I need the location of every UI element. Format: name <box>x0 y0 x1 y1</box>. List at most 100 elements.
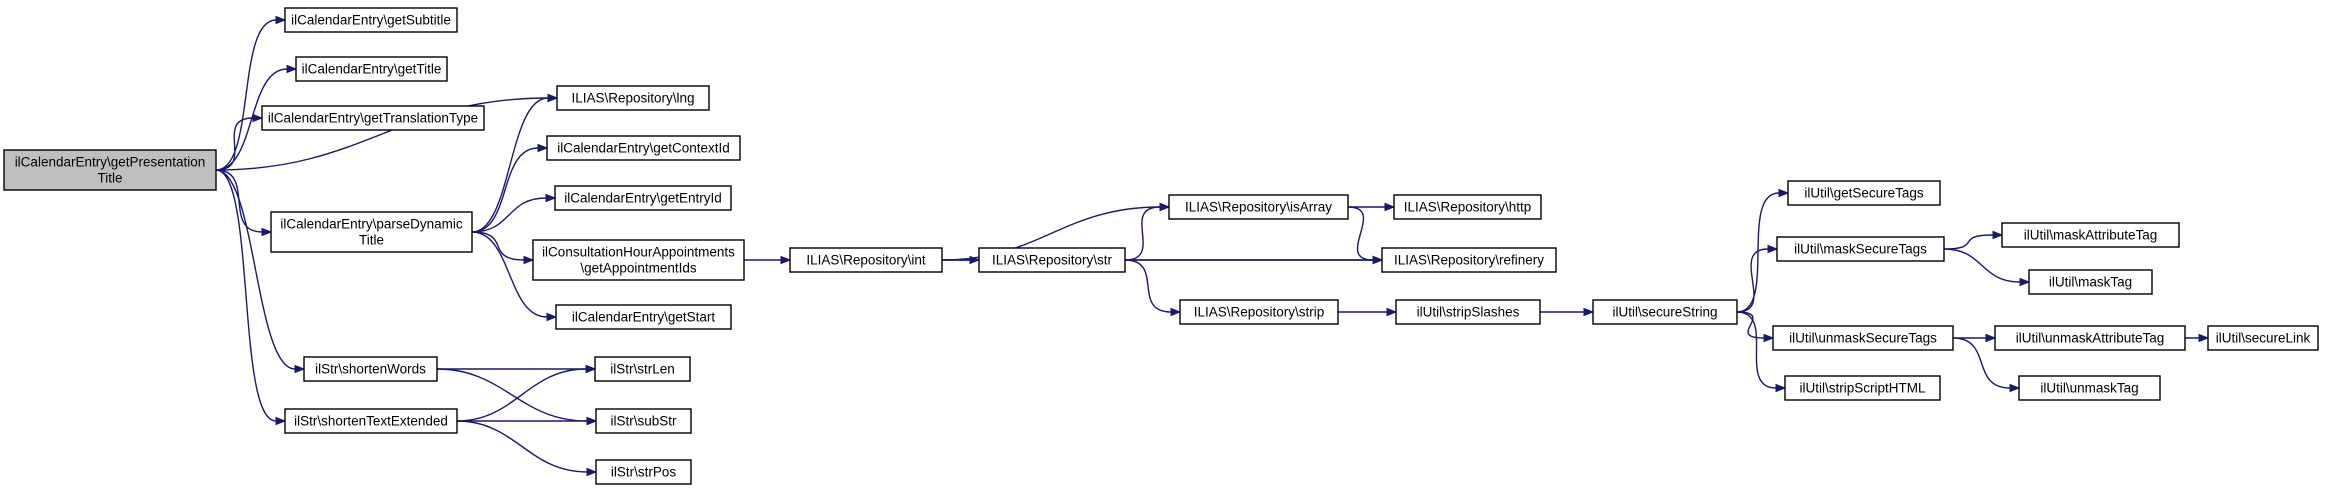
node-label: ilStr\strLen <box>610 362 675 377</box>
node-secureLink[interactable]: ilUtil\secureLink <box>2207 325 2319 351</box>
node-http[interactable]: ILIAS\Repository\http <box>1393 194 1542 220</box>
edge-line <box>1736 192 1780 313</box>
edge-line <box>1736 311 1777 389</box>
node-label: ilCalendarEntry\getPresentation <box>15 155 206 170</box>
edge-line <box>215 97 549 171</box>
node-int[interactable]: ILIAS\Repository\int <box>789 247 943 273</box>
arrowhead <box>1775 383 1787 393</box>
node-getContextId[interactable]: ilCalendarEntry\getContextId <box>546 135 741 161</box>
edge-root-to-parseDynamic <box>215 169 273 237</box>
edge-str-to-refinery <box>1125 255 1384 265</box>
node-strPos[interactable]: ilStr\strPos <box>595 459 692 485</box>
node-label: ILIAS\Repository\lng <box>571 91 694 106</box>
node-isArray[interactable]: ILIAS\Repository\isArray <box>1168 194 1349 220</box>
node-box <box>789 247 943 273</box>
node-label: ilCalendarEntry\getSubtitle <box>291 13 451 28</box>
node-getSubtitle[interactable]: ilCalendarEntry\getSubtitle <box>284 7 458 33</box>
node-maskAttributeTag[interactable]: ilUtil\maskAttributeTag <box>2001 222 2180 248</box>
node-label: ilUtil\secureLink <box>2216 331 2311 346</box>
node-getEntryId[interactable]: ilCalendarEntry\getEntryId <box>554 185 732 211</box>
node-label: ilCalendarEntry\getTitle <box>302 62 442 77</box>
arrowhead <box>1767 244 1779 254</box>
node-box <box>555 304 732 330</box>
node-label: ilUtil\maskSecureTags <box>1794 242 1927 257</box>
node-maskSecureTags[interactable]: ilUtil\maskSecureTags <box>1776 236 1945 262</box>
edge-root-to-getSubtitle <box>215 15 287 171</box>
node-lng[interactable]: ILIAS\Repository\lng <box>556 85 710 111</box>
edge-secureString-to-unmaskSecureTags <box>1736 311 1775 343</box>
arrowhead <box>1992 230 2004 240</box>
node-label: \getAppointmentIds <box>580 261 697 276</box>
node-stripSlashes[interactable]: ilUtil\stripSlashes <box>1395 299 1541 325</box>
arrowhead <box>275 416 287 426</box>
node-shortenWords[interactable]: ilStr\shortenWords <box>303 356 438 382</box>
node-box <box>595 459 692 485</box>
node-strip[interactable]: ILIAS\Repository\strip <box>1179 299 1339 325</box>
node-box <box>1395 299 1541 325</box>
edge-secureString-to-getSecureTags <box>1736 188 1790 313</box>
node-label: ilCalendarEntry\getTranslationType <box>268 111 478 126</box>
edge-line <box>436 368 588 422</box>
node-box <box>2028 269 2153 295</box>
node-getStart[interactable]: ilCalendarEntry\getStart <box>555 304 732 330</box>
node-stripScriptHTML[interactable]: ilUtil\stripScriptHTML <box>1784 375 1941 401</box>
node-unmaskSecureTags[interactable]: ilUtil\unmaskSecureTags <box>1772 325 1954 351</box>
node-secureString[interactable]: ilUtil\secureString <box>1592 299 1738 325</box>
node-label: ilCalendarEntry\getStart <box>572 310 716 325</box>
edge-isArray-to-http <box>1347 202 1396 212</box>
node-box <box>556 85 710 111</box>
node-unmaskTag[interactable]: ilUtil\unmaskTag <box>2018 375 2161 401</box>
node-unmaskAttributeTag[interactable]: ilUtil\unmaskAttributeTag <box>1994 325 2186 351</box>
node-strLen[interactable]: ilStr\strLen <box>594 356 691 382</box>
node-str[interactable]: ILIAS\Repository\str <box>978 247 1126 273</box>
node-layer: ilCalendarEntry\getPresentationTitleilCa… <box>3 7 2319 485</box>
edge-line <box>1124 259 1172 313</box>
edge-shortenTextExtended-to-strPos <box>456 420 598 477</box>
edge-parseDynamic-to-getEntryId <box>471 193 557 233</box>
node-box <box>2018 375 2161 401</box>
edge-line <box>471 197 547 233</box>
edge-line <box>1347 206 1374 261</box>
node-box <box>554 185 732 211</box>
arrowhead <box>261 227 273 237</box>
node-subStr[interactable]: ilStr\subStr <box>595 408 692 434</box>
node-shortenTextExtended[interactable]: ilStr\shortenTextExtended <box>284 408 458 434</box>
node-box <box>284 408 458 434</box>
edge-unmaskAttributeTag-to-secureLink <box>2184 333 2210 343</box>
arrowhead <box>1384 202 1396 212</box>
edge-line <box>471 147 539 233</box>
node-getSecureTags[interactable]: ilUtil\getSecureTags <box>1787 180 1941 206</box>
node-box <box>1168 194 1349 220</box>
node-maskTag[interactable]: ilUtil\maskTag <box>2028 269 2153 295</box>
node-getTranslationType[interactable]: ilCalendarEntry\getTranslationType <box>261 105 485 131</box>
node-label: ILIAS\Repository\http <box>1404 200 1532 215</box>
node-consultation[interactable]: ilConsultationHourAppointments\getAppoin… <box>532 239 745 281</box>
edge-maskSecureTags-to-maskAttributeTag <box>1943 230 2004 250</box>
arrowhead <box>585 364 597 374</box>
edge-shortenTextExtended-to-subStr <box>456 416 598 426</box>
edge-root-to-shortenWords <box>215 169 306 374</box>
edge-secureString-to-maskSecureTags <box>1736 244 1779 313</box>
node-label: ilUtil\unmaskSecureTags <box>1789 331 1937 346</box>
arrowhead <box>546 312 558 322</box>
node-label: ilCalendarEntry\parseDynamic <box>280 217 463 232</box>
edge-parseDynamic-to-lng <box>471 93 559 233</box>
arrowhead <box>780 255 792 265</box>
node-getTitle[interactable]: ilCalendarEntry\getTitle <box>295 56 448 82</box>
node-box <box>546 135 741 161</box>
edge-stripSlashes-to-secureString <box>1539 307 1595 317</box>
edge-line <box>941 206 1161 261</box>
node-box <box>2207 325 2319 351</box>
arrowhead <box>1985 333 1997 343</box>
node-box <box>261 105 485 131</box>
node-label: ILIAS\Repository\refinery <box>1394 253 1544 268</box>
node-refinery[interactable]: ILIAS\Repository\refinery <box>1381 247 1557 273</box>
edge-root-to-shortenTextExtended <box>215 169 287 426</box>
arrowhead <box>1763 333 1775 343</box>
node-label: ilCalendarEntry\getContextId <box>557 141 730 156</box>
edge-line <box>215 19 277 171</box>
node-box <box>978 247 1126 273</box>
node-label: Title <box>359 233 384 248</box>
